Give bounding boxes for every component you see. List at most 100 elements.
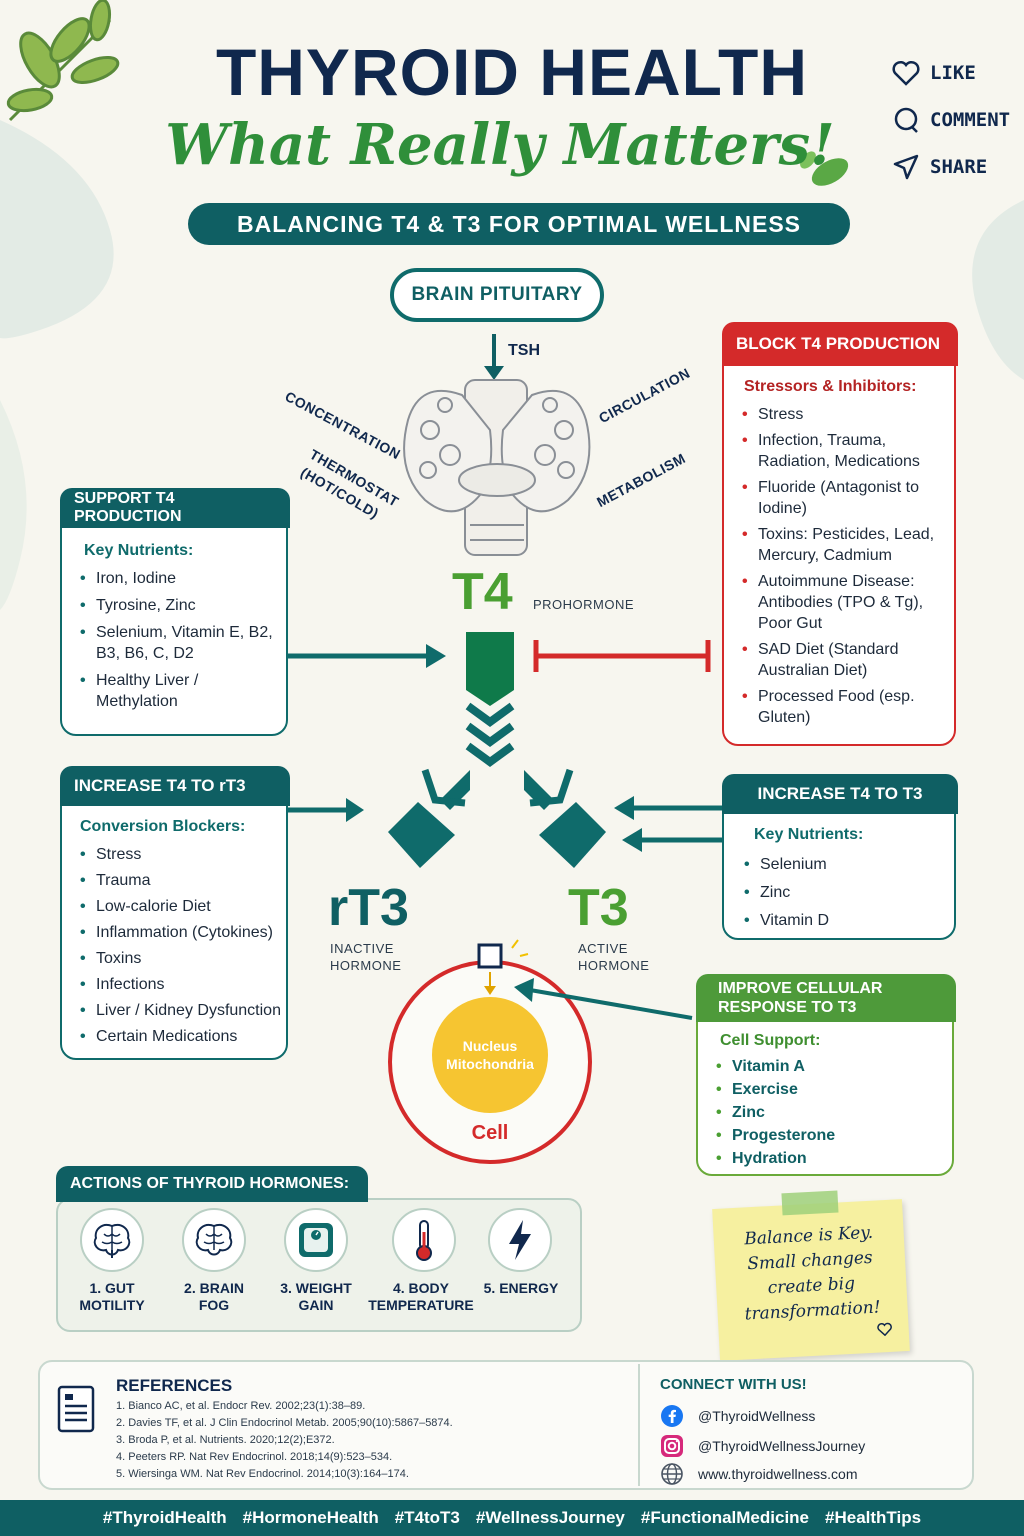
cellular-list: Vitamin A Exercise Zinc Progesterone Hyd… bbox=[716, 1056, 936, 1169]
support-t4-title: SUPPORT T4 PRODUCTION bbox=[60, 488, 290, 528]
comment-icon bbox=[894, 107, 918, 133]
block-t4-subhead: Stressors & Inhibitors: bbox=[744, 378, 917, 395]
tsh-label: TSH bbox=[508, 342, 540, 359]
list-item: Low-calorie Diet bbox=[80, 896, 288, 917]
action-label-5: 5. ENERGY bbox=[483, 1280, 559, 1296]
increase-t3-panel: INCREASE T4 TO T3 Key Nutrients: Seleniu… bbox=[722, 774, 958, 940]
list-item: Zinc bbox=[744, 882, 944, 903]
facebook-link[interactable]: @ThyroidWellness bbox=[660, 1404, 815, 1428]
mitochondria-label: Mitochondria bbox=[446, 1056, 534, 1072]
t3-caption-2: HORMONE bbox=[578, 958, 650, 973]
list-item: Progesterone bbox=[716, 1125, 936, 1146]
document-icon bbox=[57, 1385, 95, 1433]
rt3-caption-1: INACTIVE bbox=[330, 941, 394, 956]
hashtag[interactable]: #T4toT3 bbox=[394, 1508, 460, 1527]
cell-diagram bbox=[388, 939, 592, 1164]
list-item: Certain Medications bbox=[80, 1026, 288, 1047]
facebook-icon bbox=[661, 1405, 683, 1427]
hashtag-bar: #ThyroidHealth #HormoneHealth #T4toT3 #W… bbox=[0, 1500, 1024, 1536]
globe-icon bbox=[661, 1463, 683, 1485]
reference-item: 2. Davies TF, et al. J Clin Endocrinol M… bbox=[116, 1417, 453, 1429]
brain-pituitary-pill: BRAIN PITUITARY bbox=[390, 268, 604, 322]
support-t4-panel: SUPPORT T4 PRODUCTION Key Nutrients: Iro… bbox=[60, 488, 290, 736]
cellular-arrow bbox=[514, 978, 693, 1020]
cellular-panel: IMPROVE CELLULAR RESPONSE TO T3 Cell Sup… bbox=[696, 974, 956, 1176]
split-arrows bbox=[388, 768, 606, 868]
hashtag[interactable]: #ThyroidHealth bbox=[102, 1508, 227, 1527]
increase-rt3-panel: INCREASE T4 TO rT3 Conversion Blockers: … bbox=[60, 766, 290, 1060]
t3-label: T3 bbox=[568, 879, 629, 937]
hashtag[interactable]: #FunctionalMedicine bbox=[640, 1508, 810, 1527]
lightning-icon bbox=[488, 1208, 552, 1272]
list-item: Zinc bbox=[716, 1102, 936, 1123]
list-item: Liver / Kidney Dysfunction bbox=[80, 1000, 288, 1021]
hashtag[interactable]: #HormoneHealth bbox=[242, 1508, 379, 1527]
page-title: THYROID HEALTH bbox=[215, 35, 809, 109]
references-panel bbox=[38, 1360, 974, 1490]
bg-blob-left-2 bbox=[0, 400, 27, 610]
heart-icon bbox=[892, 60, 920, 86]
list-item: Processed Food (esp. Gluten) bbox=[742, 686, 952, 728]
connect-title: CONNECT WITH US! bbox=[660, 1376, 807, 1393]
tsh-arrow bbox=[484, 334, 504, 380]
list-item: SAD Diet (Standard Australian Diet) bbox=[742, 639, 952, 681]
prohormone-label: PROHORMONE bbox=[533, 597, 635, 612]
instagram-handle: @ThyroidWellnessJourney bbox=[698, 1438, 866, 1454]
scale-icon bbox=[284, 1208, 348, 1272]
block-t4-title: BLOCK T4 PRODUCTION bbox=[722, 322, 958, 366]
list-item: Tyrosine, Zinc bbox=[80, 595, 280, 616]
list-item: Trauma bbox=[80, 870, 288, 891]
increase-t3-list: Selenium Zinc Vitamin D bbox=[744, 854, 944, 931]
bg-blob-left bbox=[0, 120, 114, 339]
page-subtitle: What Really Matters! bbox=[165, 112, 835, 178]
website-link[interactable]: www.thyroidwellness.com bbox=[660, 1462, 858, 1486]
nucleus-label: Nucleus bbox=[462, 1038, 518, 1054]
list-item: Selenium, Vitamin E, B2, B3, B6, C, D2 bbox=[80, 622, 280, 664]
like-button[interactable]: LIKE bbox=[892, 60, 976, 86]
rt3-caption-2: HORMONE bbox=[330, 958, 402, 973]
header-banner: BALANCING T4 & T3 FOR OPTIMAL WELLNESS bbox=[188, 203, 850, 245]
hashtag[interactable]: #WellnessJourney bbox=[475, 1508, 625, 1527]
bg-blob-right bbox=[972, 200, 1024, 380]
tape bbox=[781, 1190, 839, 1216]
heart-icon bbox=[877, 1322, 892, 1337]
facebook-handle: @ThyroidWellness bbox=[698, 1408, 816, 1424]
block-inhibitor bbox=[533, 640, 711, 672]
share-button[interactable]: SHARE bbox=[892, 154, 987, 180]
instagram-icon bbox=[661, 1435, 683, 1457]
list-item: Exercise bbox=[716, 1079, 936, 1100]
brain-icon bbox=[80, 1208, 144, 1272]
list-item: Infections bbox=[80, 974, 288, 995]
leaf-branch-icon bbox=[6, 0, 120, 122]
instagram-link[interactable]: @ThyroidWellnessJourney bbox=[660, 1434, 865, 1458]
like-label: LIKE bbox=[930, 62, 976, 84]
list-item: Selenium bbox=[744, 854, 944, 875]
list-item: Iron, Iodine bbox=[80, 568, 280, 589]
website-url: www.thyroidwellness.com bbox=[698, 1466, 858, 1482]
t3-panel-arrows bbox=[614, 796, 722, 852]
comment-label: COMMENT bbox=[930, 109, 1011, 131]
list-item: Autoimmune Disease: Antibodies (TPO & Tg… bbox=[742, 571, 952, 634]
rt3-panel-arrow bbox=[288, 798, 364, 822]
increase-rt3-subhead: Conversion Blockers: bbox=[80, 818, 246, 835]
t4-down-arrow bbox=[465, 632, 515, 767]
comment-button[interactable]: COMMENT bbox=[892, 107, 1010, 133]
small-leaf-icon bbox=[800, 151, 849, 186]
list-item: Vitamin D bbox=[744, 910, 944, 931]
cellular-title-1: IMPROVE CELLULAR bbox=[718, 980, 883, 997]
reference-item: 1. Bianco AC, et al. Endocr Rev. 2002;23… bbox=[116, 1400, 366, 1412]
hashtag[interactable]: #HealthTips bbox=[825, 1508, 922, 1527]
t4-label: T4 bbox=[452, 563, 513, 621]
brain-icon bbox=[182, 1208, 246, 1272]
share-label: SHARE bbox=[930, 156, 988, 178]
actions-title: ACTIONS OF THYROID HORMONES: bbox=[56, 1166, 368, 1202]
rt3-label: rT3 bbox=[328, 879, 409, 937]
